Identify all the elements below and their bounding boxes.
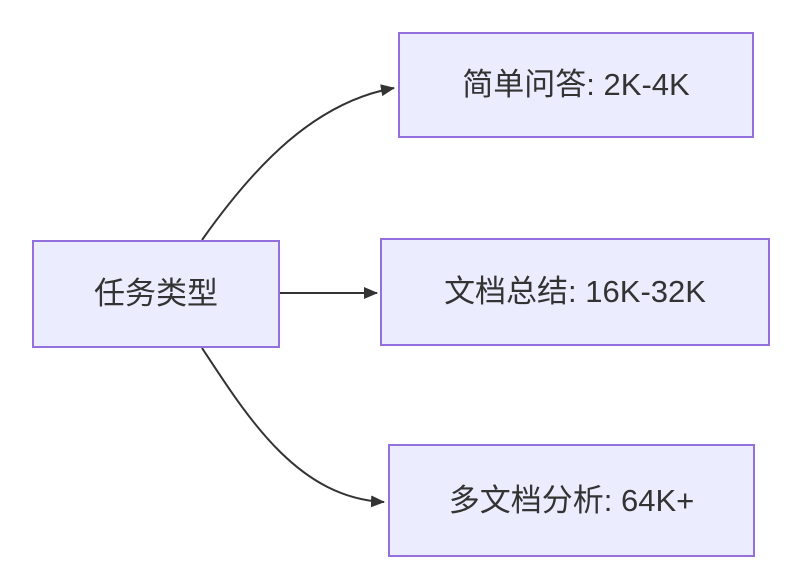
node-doc-summary-label: 文档总结: 16K-32K <box>444 274 706 310</box>
node-doc-summary: 文档总结: 16K-32K <box>380 238 770 346</box>
edge-root-to-branch0 <box>201 84 395 241</box>
node-multi-doc-analysis-label: 多文档分析: 64K+ <box>448 482 695 518</box>
node-task-type: 任务类型 <box>32 240 280 348</box>
node-simple-qa-label: 简单问答: 2K-4K <box>462 67 690 103</box>
node-task-type-label: 任务类型 <box>94 276 218 312</box>
node-multi-doc-analysis: 多文档分析: 64K+ <box>388 444 755 557</box>
node-simple-qa: 简单问答: 2K-4K <box>398 32 754 138</box>
edge-root-to-branch2 <box>201 347 385 508</box>
